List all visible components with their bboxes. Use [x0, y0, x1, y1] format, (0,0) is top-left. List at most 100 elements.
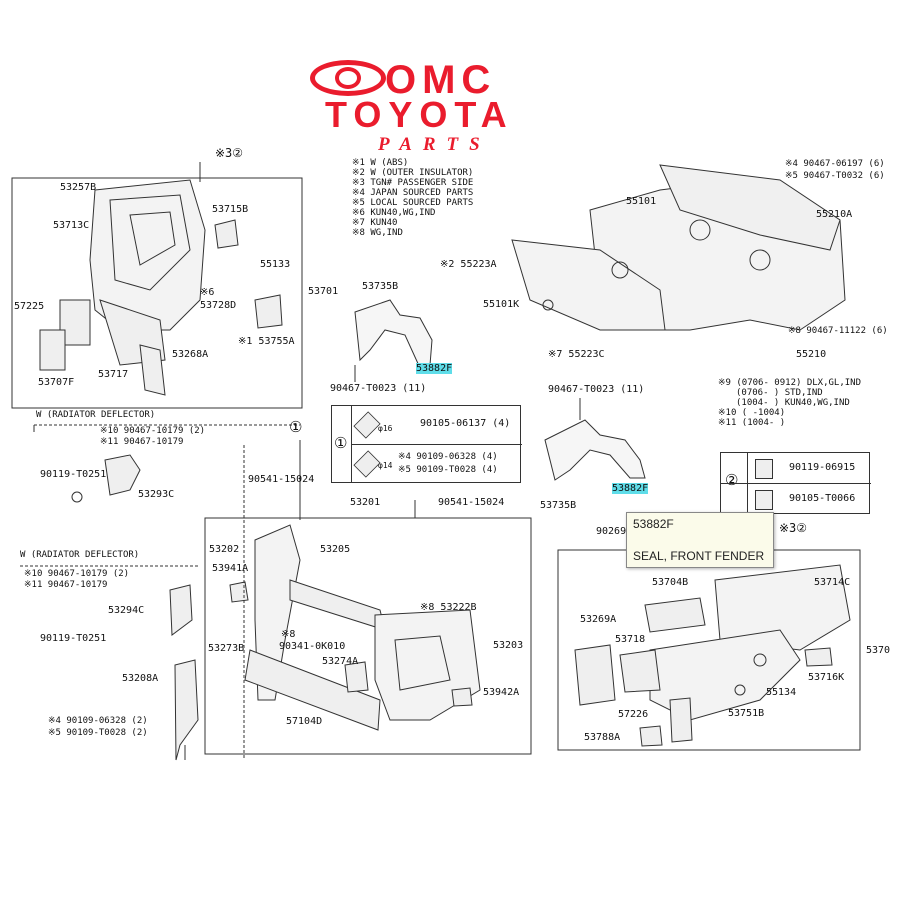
part-53274A[interactable]: 53274A [322, 656, 359, 667]
part-53222B[interactable]: ※8 53222B [420, 602, 477, 613]
part-90467-10179-d[interactable]: ※11 90467-10179 [24, 580, 108, 590]
note-11: ※11 (1004- ) [718, 418, 786, 428]
part-53202[interactable]: 53202 [209, 544, 240, 555]
part-55101K[interactable]: 55101K [483, 299, 520, 310]
clip-icon [755, 490, 773, 510]
part-53273B[interactable]: 53273B [208, 643, 245, 654]
note-1: ※1 W (ABS) [352, 158, 409, 168]
fastener-table-divider [352, 444, 522, 445]
part-90467-T0032[interactable]: ※5 90467-T0032 (6) [785, 171, 885, 181]
part-90269-partial[interactable]: 90269 [596, 526, 627, 537]
part-90109-T0028[interactable]: ※5 90109-T0028 (4) [398, 465, 498, 475]
part-57104D[interactable]: 57104D [286, 716, 323, 727]
part-90541-15024-b[interactable]: 90541-15024 [438, 497, 505, 508]
part-53713C[interactable]: 53713C [53, 220, 90, 231]
part-55133[interactable]: 55133 [260, 259, 291, 270]
group-box-left-apron [11, 177, 303, 409]
part-53941A[interactable]: 53941A [212, 563, 249, 574]
notes-list: ※1 W (ABS) ※2 W (OUTER INSULATOR) ※3 TGN… [352, 158, 473, 238]
part-53716K[interactable]: 53716K [808, 672, 845, 683]
diameter-16-label: φ16 [378, 424, 393, 433]
fastener-table-1-column [351, 405, 352, 483]
part-90341-0K010[interactable]: 90341-0K010 [279, 641, 346, 652]
part-90105-T0066[interactable]: 90105-T0066 [789, 493, 856, 504]
part-53257B[interactable]: 53257B [60, 182, 97, 193]
part-53882F-top-highlighted[interactable]: 53882F [416, 363, 453, 374]
part-53293C[interactable]: 53293C [138, 489, 175, 500]
part-53788A[interactable]: 53788A [584, 732, 621, 743]
note-4: ※4 JAPAN SOURCED PARTS [352, 188, 474, 198]
part-90119-06915[interactable]: 90119-06915 [789, 462, 856, 473]
screw-icon [755, 459, 773, 479]
part-57226[interactable]: 57226 [618, 709, 649, 720]
part-90467-T0023-mid[interactable]: 90467-T0023 (11) [548, 384, 645, 395]
part-90109-06328-b[interactable]: ※4 90109-06328 (2) [48, 716, 148, 726]
part-90109-06328[interactable]: ※4 90109-06328 (4) [398, 452, 498, 462]
part-55223C[interactable]: ※7 55223C [548, 349, 605, 360]
part-53718[interactable]: 53718 [615, 634, 646, 645]
part-53715B[interactable]: 53715B [212, 204, 249, 215]
part-53205[interactable]: 53205 [320, 544, 351, 555]
note-6-marker: ※6 [200, 287, 215, 298]
part-53735B-mid[interactable]: 53735B [540, 500, 577, 511]
part-90467-10179-c[interactable]: ※10 90467-10179 (2) [24, 569, 130, 579]
note-marker-top-left: ※3② [215, 146, 244, 160]
part-53755A[interactable]: ※1 53755A [238, 336, 295, 347]
note-5: ※5 LOCAL SOURCED PARTS [352, 198, 474, 208]
part-55223A[interactable]: ※2 55223A [440, 259, 497, 270]
note-2: ※2 W (OUTER INSULATOR) [352, 168, 474, 178]
note-8: ※8 WG,IND [352, 228, 403, 238]
part-53208A[interactable]: 53208A [122, 673, 159, 684]
circle-1-callout: ① [289, 418, 303, 436]
part-90109-T0028-b[interactable]: ※5 90109-T0028 (2) [48, 728, 148, 738]
part-53268A[interactable]: 53268A [172, 349, 209, 360]
part-5370-partial[interactable]: 5370 [866, 645, 891, 656]
part-53269A[interactable]: 53269A [580, 614, 617, 625]
part-90119-T0251-b[interactable]: 90119-T0251 [40, 633, 107, 644]
part-55134[interactable]: 55134 [766, 687, 797, 698]
part-53717[interactable]: 53717 [98, 369, 129, 380]
part-53701[interactable]: 53701 [308, 286, 339, 297]
part-53294C[interactable]: 53294C [108, 605, 145, 616]
part-90105-06137[interactable]: 90105-06137 (4) [420, 418, 511, 429]
part-90467-T0023-top[interactable]: 90467-T0023 (11) [330, 383, 427, 394]
part-90467-10179-b[interactable]: ※11 90467-10179 [100, 437, 184, 447]
diameter-14-label: φ14 [378, 461, 393, 470]
part-53735B-top[interactable]: 53735B [362, 281, 399, 292]
part-53882F-mid-highlighted[interactable]: 53882F [612, 483, 649, 494]
part-53751B[interactable]: 53751B [728, 708, 765, 719]
notes-list-right: ※9 (0706- 0912) DLX,GL,IND (0706- ) STD,… [718, 378, 861, 428]
fastener-table-2-divider [721, 483, 871, 484]
note-9b: (0706- ) STD,IND [736, 388, 823, 398]
part-55210A[interactable]: 55210A [816, 209, 853, 220]
part-53942A[interactable]: 53942A [483, 687, 520, 698]
part-57225[interactable]: 57225 [14, 301, 45, 312]
radiator-deflector-heading: W (RADIATOR DEFLECTOR) [36, 410, 156, 420]
brand-line1: OMC [385, 58, 497, 102]
part-90467-06197[interactable]: ※4 90467-06197 (6) [785, 159, 885, 169]
part-55101[interactable]: 55101 [626, 196, 657, 207]
note-7: ※7 KUN40 [352, 218, 398, 228]
nut-icon [353, 411, 381, 439]
part-53728D[interactable]: 53728D [200, 300, 237, 311]
note-3: ※3 TGN# PASSENGER SIDE [352, 178, 474, 188]
group-box-radiator-support [204, 517, 532, 755]
fastener-table-1: ① φ16 φ14 90105-06137 (4) ※4 90109-06328… [331, 405, 522, 483]
note-9: ※9 (0706- 0912) DLX,GL,IND [718, 378, 862, 388]
part-90467-11122[interactable]: ※8 90467-11122 (6) [788, 326, 888, 336]
part-53201[interactable]: 53201 [350, 497, 381, 508]
part-53704B[interactable]: 53704B [652, 577, 689, 588]
part-90541-15024-a[interactable]: 90541-15024 [248, 474, 315, 485]
toyota-emblem-icon [310, 60, 386, 96]
fastener-table-2: ② 90119-06915 90105-T0066 [720, 452, 871, 515]
part-90467-10179-a[interactable]: ※10 90467-10179 (2) [100, 426, 206, 436]
note-10: ※10 ( -1004) [718, 408, 786, 418]
part-tooltip: 53882F SEAL, FRONT FENDER [626, 512, 774, 568]
part-53707F[interactable]: 53707F [38, 377, 75, 388]
part-90119-T0251[interactable]: 90119-T0251 [40, 469, 107, 480]
part-55210[interactable]: 55210 [796, 349, 827, 360]
bolt-icon [353, 450, 381, 478]
part-53203[interactable]: 53203 [493, 640, 524, 651]
part-53714C[interactable]: 53714C [814, 577, 851, 588]
brand-logo: OMC TOYOTA PARTS [300, 58, 640, 155]
